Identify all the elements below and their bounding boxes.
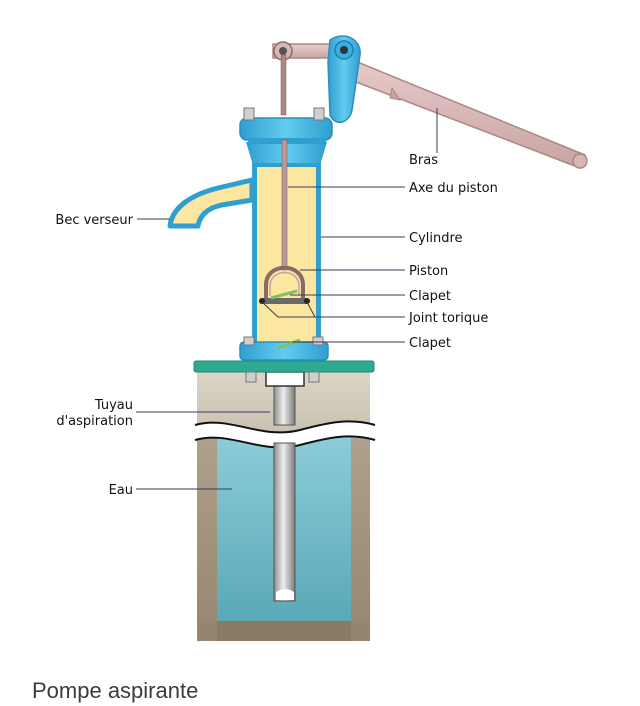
figure-caption: Pompe aspirante [32,678,199,703]
piston-rod [281,139,288,271]
label-eau: Eau [109,483,133,498]
bottom-flange [239,336,329,361]
label-joint-torique: Joint torique [408,311,488,326]
labels: Bras Axe du piston Bec verseur Cylindre … [55,153,497,498]
piston [259,265,310,304]
label-cylindre: Cylindre [409,231,463,246]
label-clapet-top: Clapet [409,289,451,304]
label-bec-verseur: Bec verseur [55,213,133,228]
base-plate [193,360,375,383]
break-symbol [194,420,376,449]
piston-valve [270,289,298,300]
well-wall-right [351,438,370,641]
spout [167,177,255,229]
handle-link [327,35,361,124]
well-floor [197,621,370,641]
label-bras: Bras [409,153,438,168]
label-piston: Piston [409,264,448,279]
label-tuyau-line1: Tuyau [94,398,133,413]
label-tuyau-line2: d'aspiration [56,414,133,429]
foot-valve [277,338,301,350]
leader-lines [136,108,438,490]
well-wall-left [197,438,217,641]
label-axe-du-piston: Axe du piston [409,181,498,196]
piston-rod-upper [280,54,287,116]
label-clapet-bottom: Clapet [409,336,451,351]
pipe-coupling [265,371,305,387]
